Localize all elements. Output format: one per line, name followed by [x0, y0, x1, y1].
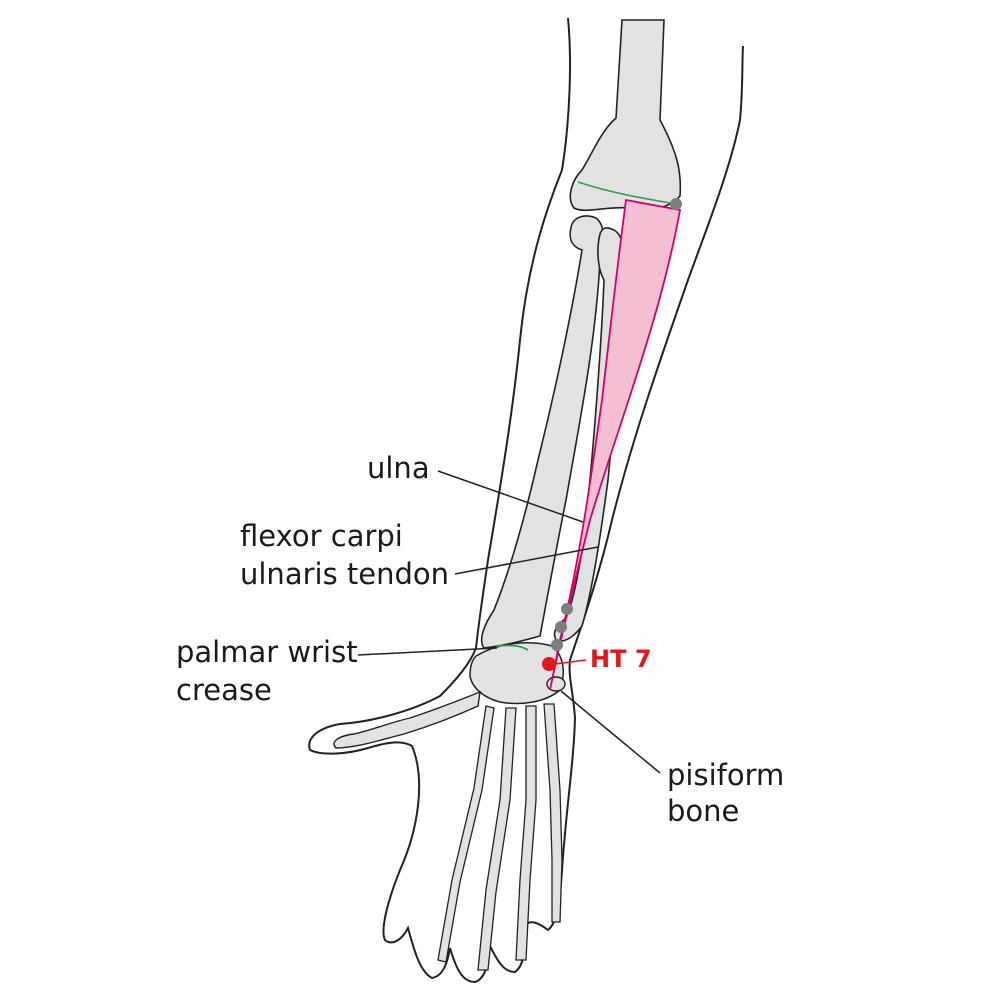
finger-bone-little — [543, 703, 563, 923]
finger-bone-middle — [477, 707, 517, 971]
ulna-leader — [437, 470, 584, 523]
landmark-dot-3 — [551, 639, 563, 651]
landmark-dot-1 — [561, 603, 573, 615]
palmar-wrist-crease — [495, 644, 529, 651]
flexor-carpi-ulnaris-muscle — [549, 198, 682, 691]
fcu-leader — [454, 546, 599, 575]
landmark-dot-2 — [555, 621, 567, 633]
finger-bone-ring — [515, 705, 537, 961]
pisiform-label-line1: pisiform — [667, 758, 785, 792]
crease-leader — [357, 647, 498, 656]
flexor-carpi-label-line2: ulnaris tendon — [240, 557, 450, 591]
pisiform-leader — [560, 690, 661, 774]
pisiform-label-line2: bone — [667, 794, 740, 828]
palmar-crease-label-line2: crease — [176, 673, 272, 707]
landmark-dot-elbow — [670, 198, 682, 210]
ulna-label: ulna — [367, 451, 430, 485]
finger-bone-index — [437, 705, 495, 963]
ht7-point — [542, 657, 556, 671]
ht7-label: HT 7 — [590, 645, 652, 673]
flexor-carpi-label-line1: flexor carpi — [240, 519, 403, 553]
elbow-crease — [577, 181, 677, 205]
thumb-bones — [333, 690, 481, 749]
humerus — [569, 19, 682, 212]
ht7-leader — [554, 659, 587, 665]
carpal-bones — [469, 642, 565, 705]
palmar-crease-label-line1: palmar wrist — [176, 635, 358, 669]
